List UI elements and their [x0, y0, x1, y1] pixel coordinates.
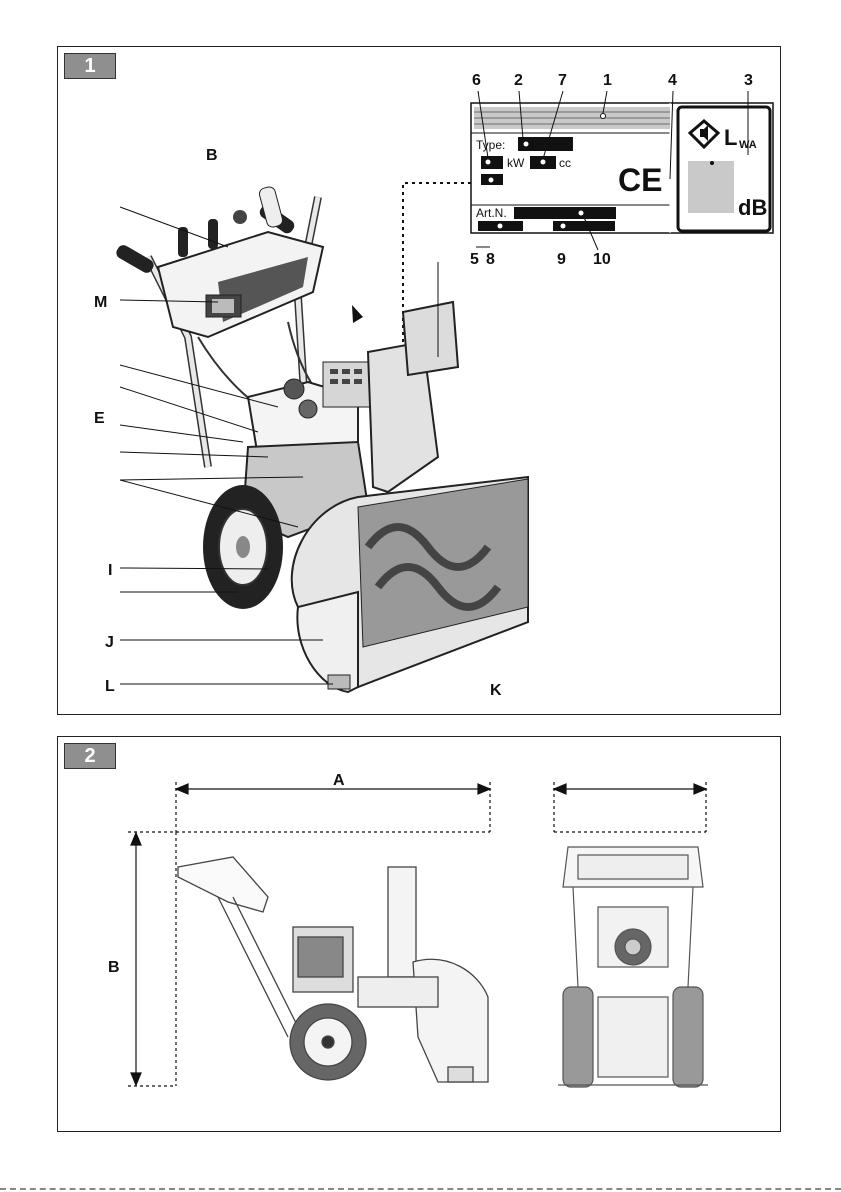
callout-4: 4	[668, 72, 677, 89]
callout-9: 9	[557, 251, 566, 268]
label-B: B	[206, 147, 218, 164]
plate-artn-label: Art.N.	[476, 206, 507, 220]
rating-plate: Type: kW cc CE Art.N.	[471, 103, 773, 233]
lwa-main: L	[724, 125, 737, 150]
callout-6: 6	[472, 72, 481, 89]
front-view	[558, 847, 708, 1087]
page-cut-line	[0, 1188, 841, 1190]
callout-10: 10	[593, 251, 611, 268]
label-J: J	[105, 634, 114, 651]
callout-5: 5	[470, 251, 479, 268]
snow-blower-machine	[114, 186, 528, 692]
dimension-a	[176, 782, 490, 832]
figure-2-panel: 2 A B	[57, 736, 781, 1132]
plate-cc-unit: cc	[559, 156, 571, 170]
callout-2: 2	[514, 72, 523, 89]
callout-8: 8	[486, 251, 495, 268]
db-unit: dB	[738, 195, 767, 220]
plate-type-label: Type:	[476, 138, 505, 152]
plate-kw-unit: kW	[507, 156, 525, 170]
label-A: A	[333, 772, 345, 789]
label-K: K	[490, 682, 502, 699]
dimensions-drawing: A B	[58, 737, 782, 1133]
figure-1-panel: 1 Type: kW cc	[57, 46, 781, 715]
dimension-width	[554, 782, 706, 832]
label-B-dimension: B	[108, 959, 120, 976]
label-I: I	[108, 562, 112, 579]
label-M: M	[94, 294, 107, 311]
callout-3: 3	[744, 72, 753, 89]
label-L: L	[105, 678, 115, 695]
callout-1: 1	[603, 72, 612, 89]
side-view	[178, 857, 488, 1082]
ce-mark: CE	[618, 162, 662, 198]
dimension-b	[128, 832, 176, 1086]
callout-7: 7	[558, 72, 567, 89]
label-E: E	[94, 410, 105, 427]
snow-blower-drawing: Type: kW cc CE Art.N.	[58, 47, 782, 716]
